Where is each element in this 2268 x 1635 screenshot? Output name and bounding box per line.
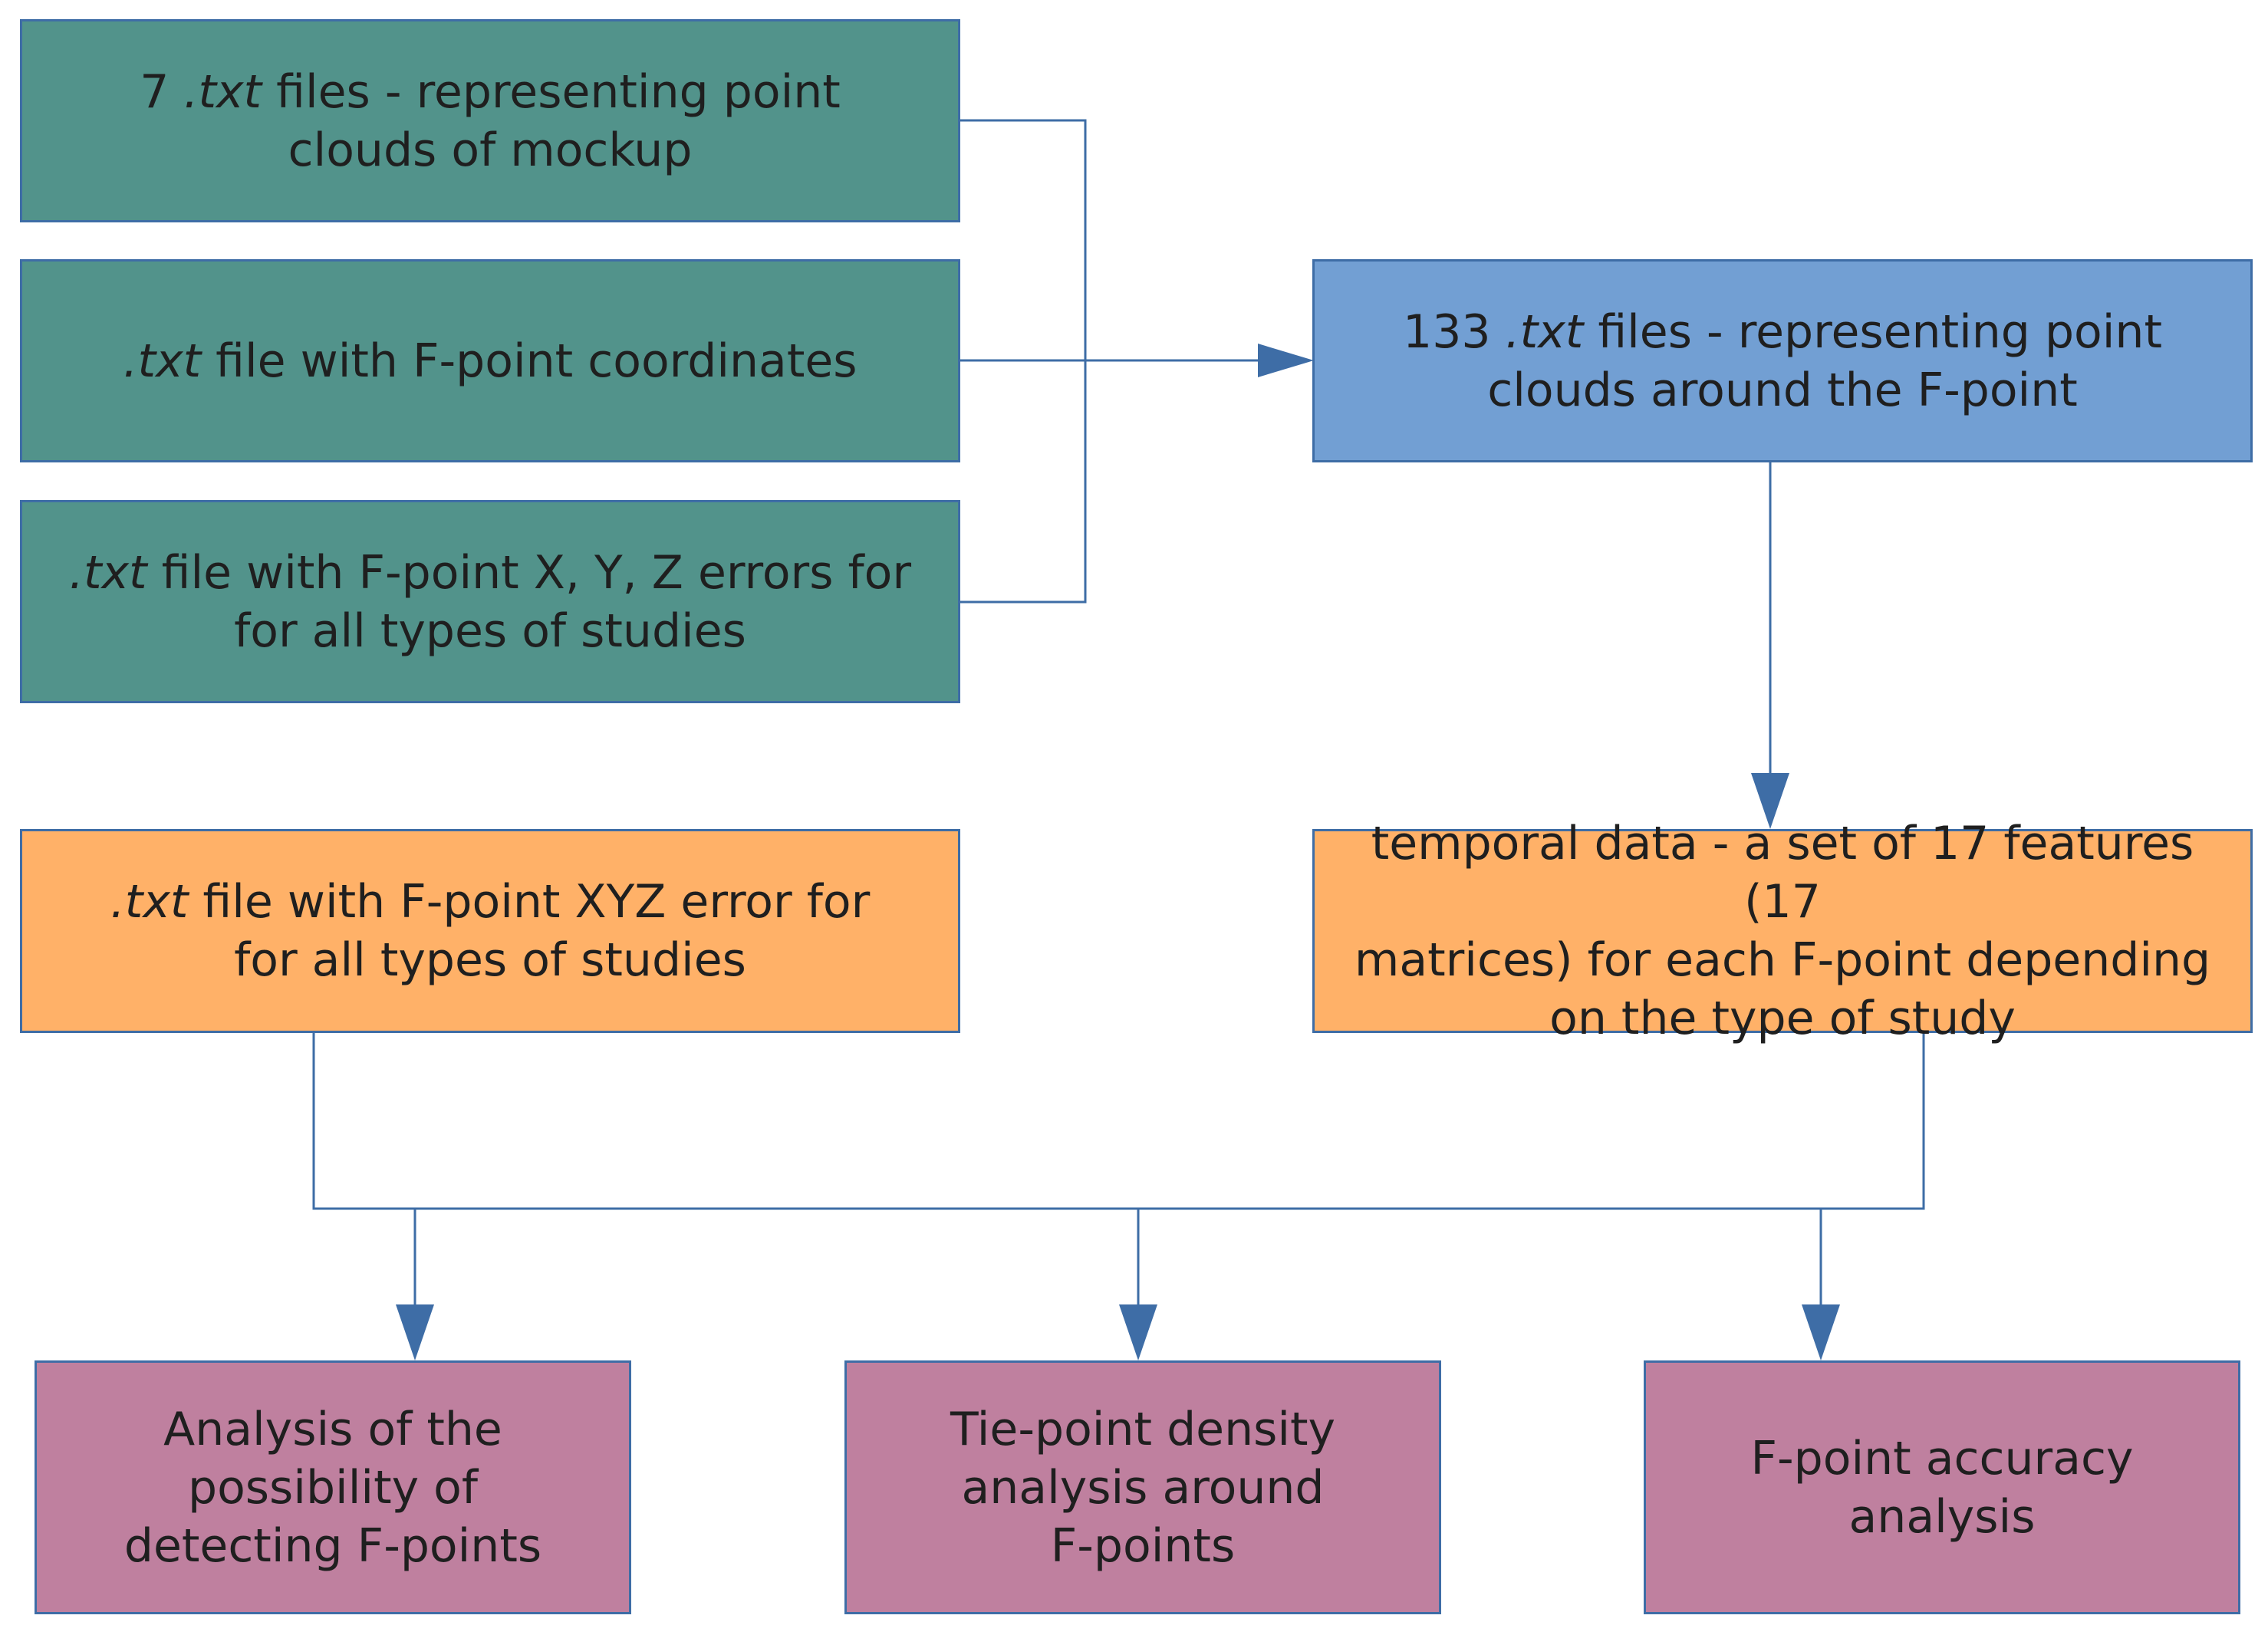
fpoint-xyz-errors-line2: for all types of studies (234, 604, 746, 658)
fpoint-clouds-line1: files - representing point (1583, 304, 2162, 359)
fpoint-coordinates-box: .txt file with F-point coordinates (20, 259, 960, 462)
fpoint-xyz-errors-box: .txt file with F-point X, Y, Z errors fo… (20, 500, 960, 703)
arrowhead-to-fpoint-clouds (1258, 344, 1314, 377)
txt-extension: .txt (110, 875, 189, 929)
mockup-clouds-line1: files - representing point (262, 64, 841, 119)
fpoint-xyz-error-box: .txt file with F-point XYZ error for for… (20, 829, 960, 1033)
txt-extension: .txt (183, 64, 262, 119)
accuracy-analysis-box: F-point accuracy analysis (1644, 1360, 2240, 1614)
temporal-data-line3: on the type of study (1549, 992, 2016, 1045)
accuracy-analysis-line1: F-point accuracy (1750, 1431, 2134, 1485)
arrowhead-to-accuracy (1802, 1304, 1840, 1360)
fpoint-clouds-line2: clouds around the F-point (1487, 363, 2078, 417)
mockup-clouds-box: 7 .txt files - representing point clouds… (20, 19, 960, 222)
detect-analysis-line2: possibility of (187, 1460, 479, 1515)
density-analysis-box: Tie-point density analysis around F-poin… (844, 1360, 1441, 1614)
detect-analysis-line1: Analysis of the (163, 1402, 502, 1456)
detect-analysis-line3: detecting F-points (123, 1518, 542, 1573)
fpoint-xyz-error-line2: for all types of studies (234, 933, 746, 987)
mockup-clouds-line2: clouds of mockup (288, 123, 693, 177)
temporal-data-line1: temporal data - a set of 17 features (17 (1371, 817, 2194, 929)
fpoint-clouds-count: 133 (1403, 304, 1506, 359)
temporal-data-line2: matrices) for each F-point depending (1354, 933, 2211, 987)
txt-extension: .txt (1505, 304, 1584, 359)
accuracy-analysis-line2: analysis (1848, 1489, 2036, 1544)
density-analysis-line2: analysis around (961, 1460, 1325, 1515)
temporal-data-box: temporal data - a set of 17 features (17… (1312, 817, 2253, 1045)
txt-extension: .txt (123, 334, 202, 388)
txt-extension: .txt (68, 545, 147, 600)
arrowhead-to-density (1119, 1304, 1157, 1360)
density-analysis-line3: F-points (1050, 1518, 1236, 1573)
detect-analysis-box: Analysis of the possibility of detecting… (35, 1360, 631, 1614)
fpoint-coordinates-line1: file with F-point coordinates (201, 334, 857, 388)
mockup-clouds-count: 7 (140, 64, 184, 119)
fpoint-xyz-errors-line1: file with F-point X, Y, Z errors for (146, 545, 912, 600)
density-analysis-line1: Tie-point density (950, 1402, 1336, 1456)
connector-bottom-bus (312, 1033, 1925, 1210)
fpoint-clouds-box: 133 .txt files - representing point clou… (1312, 259, 2253, 462)
arrowhead-to-detect (396, 1304, 434, 1360)
fpoint-xyz-error-line1: file with F-point XYZ error for (188, 875, 871, 929)
arrowhead-to-temporal (1751, 773, 1789, 829)
